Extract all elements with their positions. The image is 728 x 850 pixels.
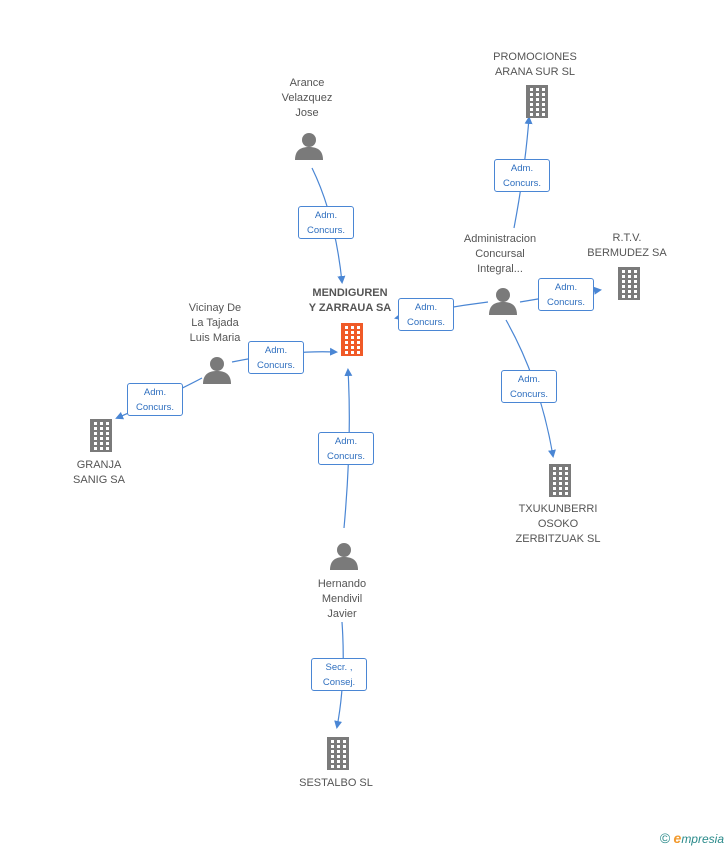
node-label-line: Vicinay De: [188, 302, 242, 314]
relation-badge[interactable]: Adm. Concurs.: [298, 206, 354, 239]
node-label-line: Administracion: [463, 233, 537, 245]
relation-badge[interactable]: Adm. Concurs.: [127, 383, 183, 416]
person-icon: [203, 357, 231, 384]
company-icon[interactable]: [545, 463, 575, 502]
relation-badge[interactable]: Adm. Concurs.: [538, 278, 594, 311]
relation-badge-line: Concurs.: [546, 297, 585, 308]
person-icon: [330, 543, 358, 570]
person-icon: [489, 288, 517, 315]
node-label: TXUKUNBERRI OSOKO ZERBITZUAK SL: [483, 502, 633, 547]
relation-badge[interactable]: Adm. Concurs.: [398, 298, 454, 331]
node-label-line: MENDIGUREN: [312, 287, 388, 299]
node-label: SESTALBO SL: [261, 776, 411, 791]
company-icon[interactable]: [323, 736, 353, 775]
relation-badge-line: Consej.: [322, 677, 356, 688]
relation-badge-line: Concurs.: [406, 317, 445, 328]
relation-badge[interactable]: Adm. Concurs.: [318, 432, 374, 465]
node-label: GRANJA SANIG SA: [24, 458, 174, 488]
node-label-line: Hernando: [317, 578, 367, 590]
node-label-line: Javier: [327, 608, 357, 620]
node-label-line: Mendivil: [321, 593, 363, 605]
copyright-symbol: ©: [659, 830, 671, 846]
relation-badge-line: Adm.: [510, 163, 534, 174]
company-icon[interactable]: [337, 322, 367, 361]
relation-badge[interactable]: Adm. Concurs.: [494, 159, 550, 192]
relation-badge-line: Concurs.: [135, 402, 174, 413]
node-label-line: R.T.V.: [612, 232, 642, 244]
node-label: R.T.V. BERMUDEZ SA: [552, 231, 702, 261]
person-icon-wrapper[interactable]: [294, 131, 324, 166]
relation-badge[interactable]: Secr. , Consej.: [311, 658, 367, 691]
relation-badge-line: Concurs.: [256, 360, 295, 371]
company-icon[interactable]: [522, 84, 552, 123]
relation-badge-line: Adm.: [314, 210, 338, 221]
company-building-icon-highlighted: [341, 323, 363, 356]
node-label-line: Arance: [289, 77, 325, 89]
relation-badge[interactable]: Adm. Concurs.: [501, 370, 557, 403]
person-icon: [295, 133, 323, 160]
relation-badge-line: Concurs.: [326, 451, 365, 462]
node-label-line: BERMUDEZ SA: [587, 247, 667, 259]
node-label-line: Velazquez: [281, 92, 333, 104]
relation-badge-line: Adm.: [334, 436, 358, 447]
company-building-icon: [618, 267, 640, 300]
person-icon-wrapper[interactable]: [202, 355, 232, 390]
node-label-line: Concursal: [475, 248, 525, 260]
relation-badge-line: Adm.: [517, 374, 541, 385]
footer-brand: © empresia: [660, 830, 724, 846]
company-building-icon: [327, 737, 349, 770]
node-label-line: Integral...: [477, 263, 523, 275]
node-label: MENDIGUREN Y ZARRAUA SA: [275, 286, 425, 316]
relation-badge-line: Adm.: [264, 345, 288, 356]
node-label-line: Jose: [295, 107, 319, 119]
node-label-line: PROMOCIONES: [493, 51, 577, 63]
node-label-line: La Tajada: [191, 317, 239, 329]
company-building-icon: [90, 419, 112, 452]
relation-badge-line: Adm.: [554, 282, 578, 293]
company-building-icon: [549, 464, 571, 497]
node-label-line: TXUKUNBERRI: [518, 503, 598, 515]
relation-badge-line: Concurs.: [306, 225, 345, 236]
node-label-line: Y ZARRAUA SA: [308, 302, 392, 314]
person-icon-wrapper[interactable]: [488, 286, 518, 321]
node-label-line: ZERBITZUAK SL: [515, 533, 601, 545]
node-label-line: SANIG SA: [73, 474, 125, 486]
person-icon-wrapper[interactable]: [329, 541, 359, 576]
relation-badge-line: Concurs.: [502, 178, 541, 189]
brand-initial: e: [673, 830, 682, 846]
relation-badge-line: Adm.: [143, 387, 167, 398]
relation-badge[interactable]: Adm. Concurs.: [248, 341, 304, 374]
node-label-line: SESTALBO SL: [299, 777, 373, 789]
relation-badge-line: Secr. ,: [325, 662, 353, 673]
node-label-line: GRANJA: [76, 459, 122, 471]
node-label-line: OSOKO: [537, 518, 579, 530]
brand-name: mpresia: [681, 832, 724, 846]
relation-badge-line: Concurs.: [509, 389, 548, 400]
company-building-icon: [526, 85, 548, 118]
node-label-line: Luis Maria: [189, 332, 241, 344]
node-label-line: ARANA SUR SL: [494, 66, 576, 78]
relation-badge-line: Adm.: [414, 302, 438, 313]
company-icon[interactable]: [614, 266, 644, 305]
company-icon[interactable]: [86, 418, 116, 457]
node-label: PROMOCIONES ARANA SUR SL: [460, 50, 610, 80]
